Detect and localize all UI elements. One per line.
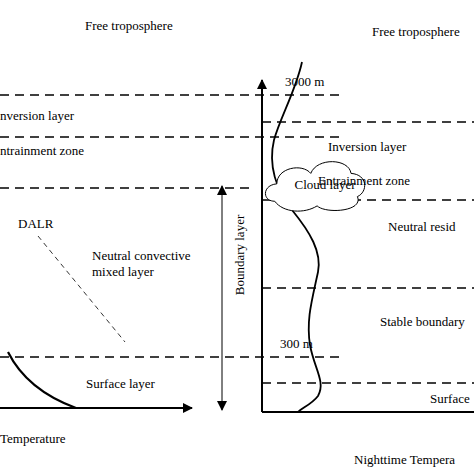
dashed-boundary <box>0 187 255 188</box>
layer-label: ntrainment zone <box>0 143 84 159</box>
layer-label: Inversion layer <box>328 139 406 155</box>
dashed-boundary <box>0 356 340 357</box>
layer-label: 300 m <box>280 336 313 352</box>
extent-arrow <box>222 186 223 410</box>
temperature-profile <box>8 352 76 408</box>
layer-label: DALR <box>18 216 53 232</box>
layer-label: Surface layer <box>86 376 155 392</box>
layer-label: Nighttime Tempera <box>354 452 455 468</box>
layer-label: nversion layer <box>0 108 74 124</box>
dashed-boundary <box>262 382 474 383</box>
dashed-boundary <box>0 136 345 137</box>
temperature-profile <box>272 62 321 412</box>
axis-label: Boundary layer <box>232 215 248 296</box>
dashed-boundary <box>262 121 474 122</box>
temperature-axis <box>0 407 192 409</box>
layer-label: Surface <box>430 391 470 407</box>
layer-label: Neutral convective mixed layer <box>92 248 204 280</box>
layer-label: Entrainment zone <box>318 173 410 189</box>
dashed-boundary <box>0 94 345 95</box>
temperature-axis <box>262 411 474 413</box>
layer-label: Temperature <box>0 431 66 447</box>
layer-label: Stable boundary <box>380 314 465 330</box>
layer-label: Neutral resid <box>388 219 456 235</box>
layer-label: 3000 m <box>285 74 324 90</box>
layer-label: Free troposphere <box>85 18 173 34</box>
dashed-boundary <box>262 287 474 288</box>
layer-label: Free troposphere <box>372 24 460 40</box>
height-axis <box>261 80 263 412</box>
